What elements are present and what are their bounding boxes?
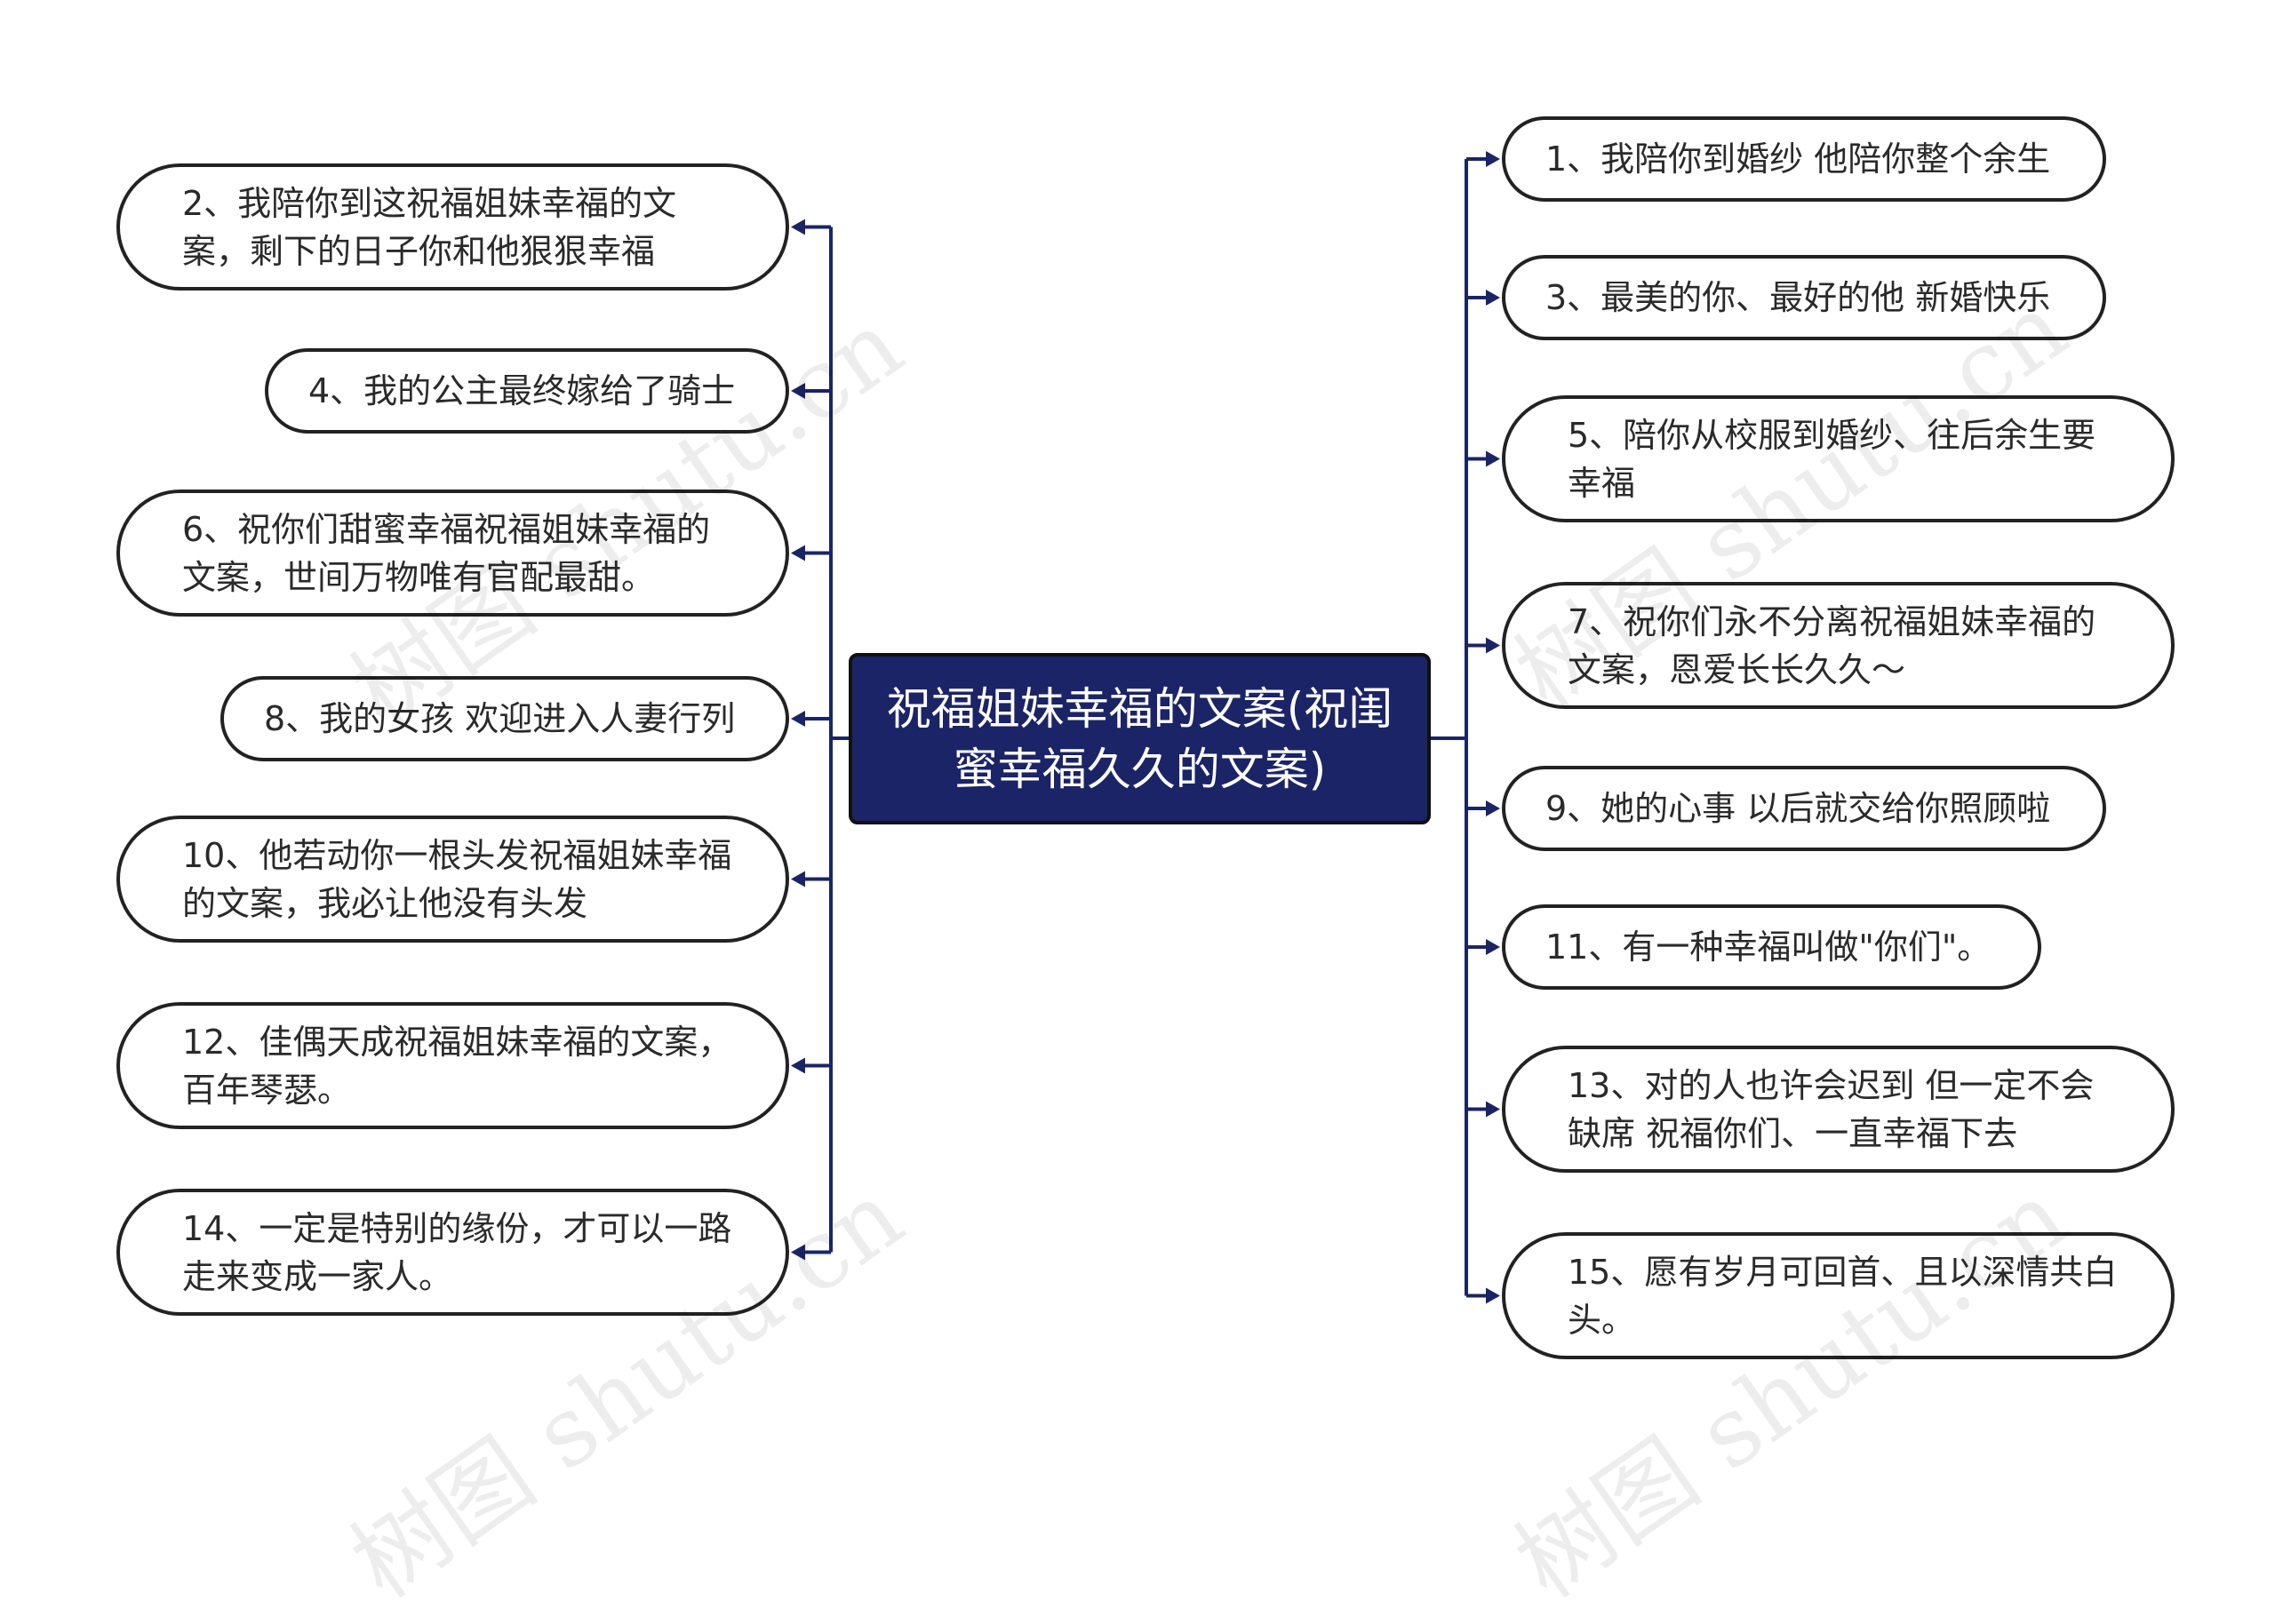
left-topic-4[interactable]: 4、我的公主最终嫁给了骑士 <box>265 348 789 434</box>
topic-label: 2、我陪你到这祝福姐妹幸福的文案，剩下的日子你和他狠狠幸福 <box>182 183 677 271</box>
central-topic[interactable]: 祝福姐妹幸福的文案(祝闺蜜幸福久久的文案) <box>849 653 1431 824</box>
left-topic-8[interactable]: 8、我的女孩 欢迎进入人妻行列 <box>220 676 789 761</box>
left-topic-12[interactable]: 12、佳偶天成祝福姐妹幸福的文案，百年琴瑟。 <box>116 1002 789 1129</box>
topic-label: 11、有一种幸福叫做"你们"。 <box>1545 927 1992 967</box>
topic-label: 14、一定是特别的缘份，才可以一路走来变成一家人。 <box>182 1208 732 1296</box>
right-topic-11[interactable]: 11、有一种幸福叫做"你们"。 <box>1502 904 2041 990</box>
topic-label: 6、祝你们甜蜜幸福祝福姐妹幸福的文案，世间万物唯有官配最甜。 <box>182 509 711 597</box>
mind-map: 祝福姐妹幸福的文案(祝闺蜜幸福久久的文案) 2、我陪你到这祝福姐妹幸福的文案，剩… <box>116 116 2175 1620</box>
topic-label: 4、我的公主最终嫁给了骑士 <box>308 371 736 410</box>
right-topic-3[interactable]: 3、最美的你、最好的他 新婚快乐 <box>1502 255 2106 340</box>
topic-label: 15、愿有岁月可回首、且以深情共白头。 <box>1568 1252 2118 1340</box>
central-topic-label: 祝福姐妹幸福的文案(祝闺蜜幸福久久的文案) <box>886 682 1393 795</box>
topic-label: 10、他若动你一根头发祝福姐妹幸福的文案，我必让他没有头发 <box>182 835 732 923</box>
connector-arrow <box>1486 450 1500 467</box>
connector-arrow <box>1486 290 1500 306</box>
connector-arrow <box>1486 1101 1500 1118</box>
topic-label: 7、祝你们永不分离祝福姐妹幸福的文案，恩爱长长久久～ <box>1568 601 2096 689</box>
topic-label: 8、我的女孩 欢迎进入人妻行列 <box>264 699 736 738</box>
connector-arrow <box>791 383 805 399</box>
topic-label: 12、佳偶天成祝福姐妹幸福的文案，百年琴瑟。 <box>182 1022 732 1110</box>
topic-label: 9、她的心事 以后就交给你照顾啦 <box>1545 789 2051 828</box>
connector-arrow <box>1486 151 1500 167</box>
topic-label: 3、最美的你、最好的他 新婚快乐 <box>1545 278 2051 317</box>
connector-arrow <box>791 871 805 888</box>
topic-label: 5、陪你从校服到婚纱、往后余生要幸福 <box>1568 415 2096 503</box>
connector-lines <box>791 151 1500 1304</box>
left-topic-6[interactable]: 6、祝你们甜蜜幸福祝福姐妹幸福的文案，世间万物唯有官配最甜。 <box>116 490 789 617</box>
right-topic-5[interactable]: 5、陪你从校服到婚纱、往后余生要幸福 <box>1502 395 2175 522</box>
right-topic-1[interactable]: 1、我陪你到婚纱 他陪你整个余生 <box>1502 116 2106 202</box>
left-topic-10[interactable]: 10、他若动你一根头发祝福姐妹幸福的文案，我必让他没有头发 <box>116 816 789 943</box>
connector-arrow <box>791 711 805 727</box>
connector-arrow <box>1486 939 1500 955</box>
left-topic-14[interactable]: 14、一定是特别的缘份，才可以一路走来变成一家人。 <box>116 1189 789 1316</box>
topic-label: 13、对的人也许会迟到 但一定不会缺席 祝福你们、一直幸福下去 <box>1568 1065 2095 1153</box>
topic-label: 1、我陪你到婚纱 他陪你整个余生 <box>1545 139 2051 179</box>
connector-arrow <box>791 1057 805 1074</box>
connector-arrow <box>1486 637 1500 654</box>
connector-arrow <box>1486 1287 1500 1304</box>
right-topic-13[interactable]: 13、对的人也许会迟到 但一定不会缺席 祝福你们、一直幸福下去 <box>1502 1046 2175 1173</box>
connector-arrow <box>1486 800 1500 816</box>
right-topic-7[interactable]: 7、祝你们永不分离祝福姐妹幸福的文案，恩爱长长久久～ <box>1502 582 2175 709</box>
right-topic-15[interactable]: 15、愿有岁月可回首、且以深情共白头。 <box>1502 1232 2175 1359</box>
connector-arrow <box>791 219 805 235</box>
connector-arrow <box>791 1244 805 1261</box>
connector-arrow <box>791 545 805 561</box>
left-topic-2[interactable]: 2、我陪你到这祝福姐妹幸福的文案，剩下的日子你和他狠狠幸福 <box>116 163 789 291</box>
right-topic-9[interactable]: 9、她的心事 以后就交给你照顾啦 <box>1502 766 2106 851</box>
